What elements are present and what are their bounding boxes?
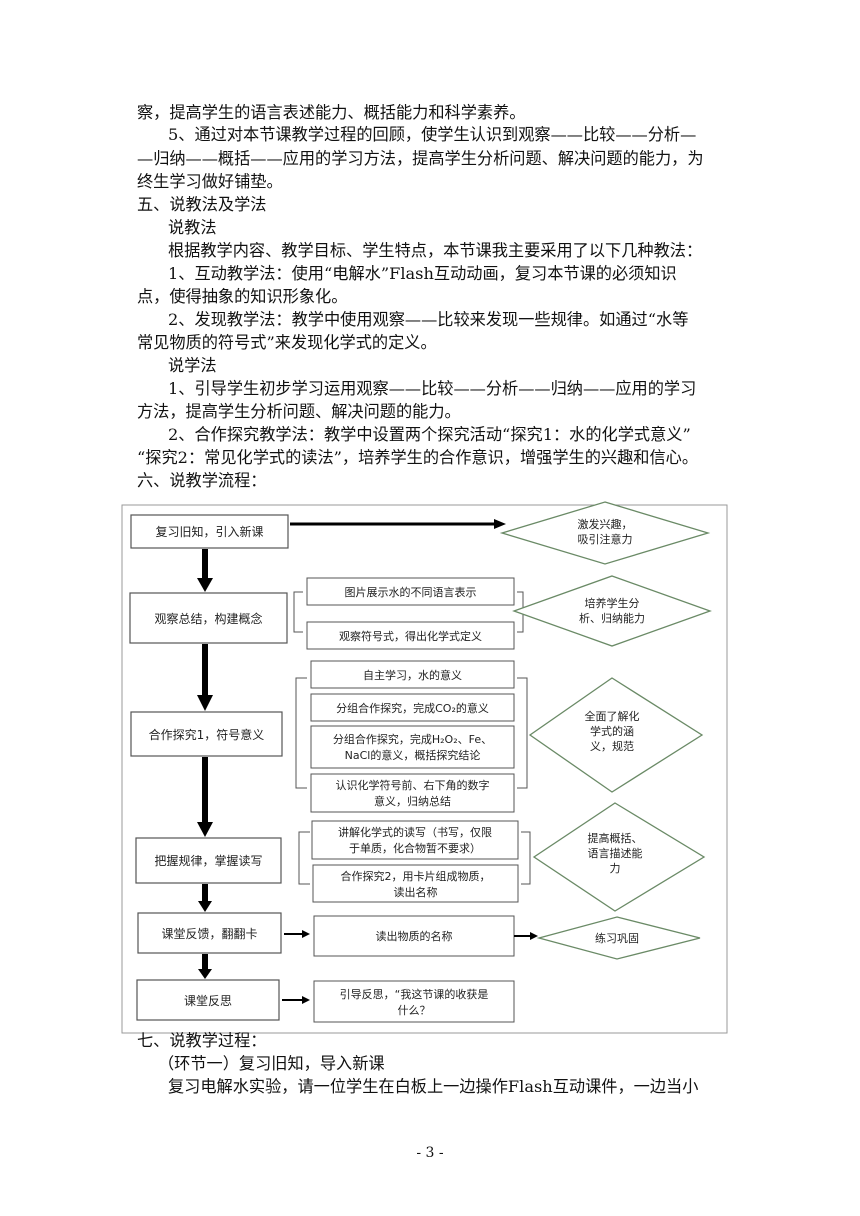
goal-text: 提高概括、 — [588, 831, 643, 845]
goal-text: 全面了解化 — [585, 709, 640, 723]
paragraph-line: 根据教学内容、教学目标、学生特点，本节课我主要采用了以下几种教法： — [168, 241, 703, 260]
flow-detail-box: 认识化学符号前、右下角的数字 意义，归纳总结 — [310, 773, 515, 813]
section-heading: 六、说教学流程： — [137, 471, 267, 490]
flow-detail-text: 读出名称 — [394, 885, 438, 899]
goal-diamond: 激发兴趣， 吸引注意力 — [499, 501, 711, 565]
flow-step-label: 复习旧知，引入新课 — [155, 524, 263, 539]
flow-detail-text: 图片展示水的不同语言表示 — [345, 585, 477, 599]
subsection-heading: 说教法 — [168, 218, 217, 237]
flow-step-observe: 观察总结，构建概念 — [129, 592, 288, 644]
paragraph-line: 5、通过对本节课教学过程的回顾，使学生认识到观察——比较——分析— — [168, 125, 697, 144]
flow-step-label: 课堂反馈，翻翻卡 — [161, 927, 257, 941]
flow-step-explore-1: 合作探究1，符号意义 — [130, 711, 283, 757]
flow-detail-box: 合作探究2，用卡片组成物质， 读出名称 — [312, 864, 519, 903]
page-number: - 3 - — [416, 1145, 444, 1161]
subsection-heading: （环节一）复习旧知，导入新课 — [158, 1054, 385, 1073]
flow-step-rules: 把握规律，掌握读写 — [135, 837, 282, 884]
flow-detail-text: 分组合作探究，完成H₂O₂、Fe、 — [333, 732, 492, 746]
flow-detail-text: 意义，归纳总结 — [374, 794, 451, 808]
paragraph-line: 复习电解水实验，请一位学生在白板上一边操作Flash互动课件，一边当小 — [168, 1077, 699, 1096]
paragraph-line: “探究2：常见化学式的读法”，培养学生的合作意识，增强学生的兴趣和信心。 — [137, 448, 699, 467]
flow-detail-text: 于单质，化合物暂不要求） — [349, 841, 481, 855]
section-heading: 五、说教法及学法 — [137, 195, 267, 214]
paragraph-line: 终生学习做好铺垫。 — [137, 172, 283, 191]
flow-step-label: 课堂反思 — [184, 994, 232, 1008]
paragraph-line: 1、引导学生初步学习运用观察——比较——分析——归纳——应用的学习 — [168, 379, 697, 398]
flow-detail-box: 分组合作探究，完成H₂O₂、Fe、 NaCl的意义，概括探究结论 — [310, 725, 515, 769]
goal-text: 练习巩固 — [595, 931, 639, 945]
flow-detail-text: 自主学习，水的意义 — [363, 668, 462, 682]
section-heading: 七、说教学过程： — [137, 1031, 267, 1050]
flow-detail-text: 分组合作探究，完成CO₂的意义 — [336, 701, 489, 715]
flow-detail-box: 讲解化学式的读写（书写，仅限 于单质，化合物暂不要求） — [311, 820, 519, 860]
paragraph-line: 方法，提高学生分析问题、解决问题的能力。 — [137, 402, 461, 421]
flow-step-feedback: 课堂反馈，翻翻卡 — [137, 912, 282, 954]
goal-diamond: 提高概括、 语言描述能 力 — [532, 802, 706, 912]
paragraph-line: 1、互动教学法：使用“电解水”Flash互动动画，复习本节课的必须知识 — [168, 264, 677, 283]
flow-detail-box: 引导反思，“我这节课的收获是 什么？ — [313, 980, 515, 1023]
goal-diamond: 全面了解化 学式的涵 义，规范 — [528, 677, 704, 793]
goal-text: 吸引注意力 — [578, 532, 633, 546]
flow-detail-text: 观察符号式，得出化学式定义 — [339, 629, 482, 643]
flow-detail-text: 认识化学符号前、右下角的数字 — [336, 778, 490, 792]
paragraph-line: 点，使得抽象的知识形象化。 — [137, 287, 348, 306]
flow-detail-box: 读出物质的名称 — [313, 915, 515, 957]
subsection-heading: 说学法 — [168, 356, 217, 375]
flow-step-label: 合作探究1，符号意义 — [149, 727, 265, 742]
goal-text: 培养学生分 — [585, 596, 640, 610]
flow-step-label: 把握规律，掌握读写 — [154, 853, 262, 868]
goal-text: 义，规范 — [590, 739, 634, 753]
paragraph-line: 察，提高学生的语言表述能力、概括能力和科学素养。 — [137, 103, 526, 122]
goal-diamond: 练习巩固 — [536, 916, 701, 960]
flow-detail-text: 合作探究2，用卡片组成物质， — [341, 869, 491, 883]
goal-text: 激发兴趣， — [578, 517, 633, 531]
paragraph-line: 常见物质的符号式”来发现化学式的定义。 — [137, 333, 437, 352]
flow-detail-box: 观察符号式，得出化学式定义 — [306, 621, 515, 650]
paragraph-line: —归纳——概括——应用的学习方法，提高学生分析问题、解决问题的能力，为 — [137, 149, 704, 168]
flow-detail-box: 分组合作探究，完成CO₂的意义 — [310, 693, 515, 722]
goal-diamond: 培养学生分 析、归纳能力 — [512, 575, 712, 647]
flow-detail-text: 讲解化学式的读写（书写，仅限 — [338, 825, 492, 839]
goal-text: 学式的涵 — [590, 724, 634, 738]
goal-text: 析、归纳能力 — [579, 611, 645, 625]
flow-detail-box: 自主学习，水的意义 — [310, 660, 515, 689]
flow-detail-text: 什么？ — [398, 1004, 431, 1017]
goal-text: 力 — [610, 862, 621, 875]
flow-step-review: 复习旧知，引入新课 — [130, 514, 289, 549]
paragraph-line: 2、发现教学法：教学中使用观察——比较来发现一些规律。如通过“水等 — [168, 310, 689, 329]
flow-detail-text: 引导反思，“我这节课的收获是 — [340, 987, 489, 1001]
goal-text: 语言描述能 — [588, 846, 643, 860]
flow-step-reflect: 课堂反思 — [136, 979, 280, 1021]
flow-detail-box: 图片展示水的不同语言表示 — [306, 577, 515, 606]
paragraph-line: 2、合作探究教学法：教学中设置两个探究活动“探究1：水的化学式意义” — [168, 425, 691, 444]
flow-detail-text: 读出物质的名称 — [376, 929, 453, 943]
flow-detail-text: NaCl的意义，概括探究结论 — [345, 748, 481, 762]
flow-step-label: 观察总结，构建概念 — [154, 611, 262, 626]
